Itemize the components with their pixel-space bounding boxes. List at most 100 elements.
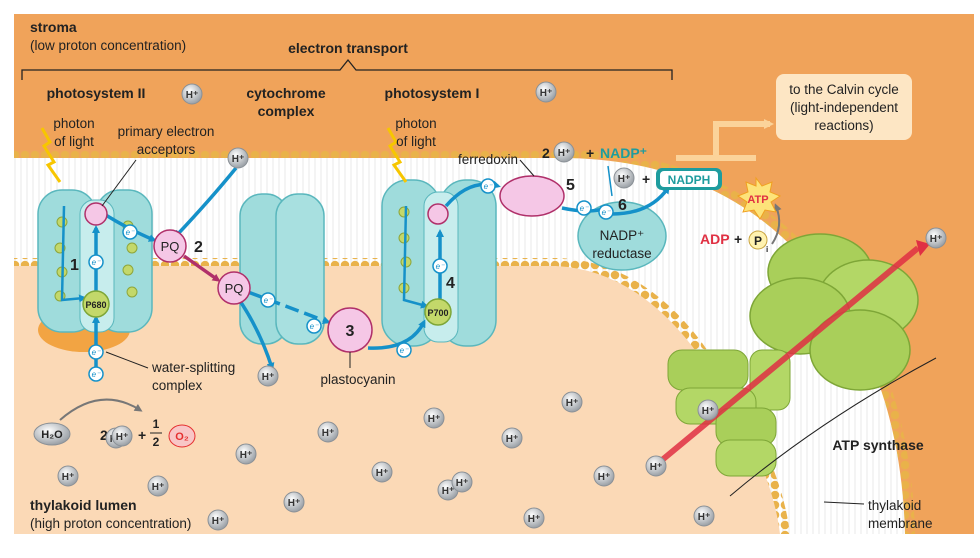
to-nadph-path	[611, 185, 670, 216]
h-plus-ion	[207, 509, 229, 531]
step-3: 3	[346, 323, 355, 340]
h-plus-label: H⁺	[116, 432, 129, 443]
ferredoxin-label: ferredoxin	[458, 152, 518, 167]
h-plus-ion	[645, 455, 667, 477]
electron	[480, 178, 496, 194]
h-plus-label: H⁺	[232, 154, 245, 165]
adp-plus-sign: +	[734, 231, 742, 247]
electron-label: e⁻	[126, 228, 135, 237]
pq-shuttle-path	[182, 254, 221, 282]
nadp-in-line	[607, 165, 613, 197]
primary-acceptor-leader	[101, 159, 137, 207]
electron-label: e⁻	[264, 296, 273, 305]
electron-label: e⁻	[400, 346, 409, 355]
photon-i-line2: of light	[396, 134, 436, 149]
primary-acceptors-line1: primary electron	[118, 124, 215, 139]
h-plus-label: H⁺	[212, 516, 225, 527]
h-plus-ion	[693, 505, 715, 527]
psii-primary-acceptor	[84, 202, 108, 226]
pq-1	[153, 229, 187, 263]
pi-subscript: i	[766, 245, 768, 254]
proton-flow-arrowhead	[916, 240, 930, 256]
pi-circle	[748, 230, 768, 250]
proton-flow-arrow	[648, 245, 920, 473]
pq-to-cytochrome-path	[247, 290, 331, 324]
h-plus-ion	[451, 471, 473, 493]
psi-primary-acceptor	[427, 203, 449, 225]
calvin-cycle-box	[776, 74, 912, 140]
h-plus-label: H⁺	[618, 174, 631, 185]
h-plus-label: H⁺	[240, 450, 253, 461]
h-plus-ion	[501, 427, 523, 449]
h-plus-ion	[553, 141, 575, 163]
h-plus-ion	[523, 507, 545, 529]
h-plus-ion	[593, 465, 615, 487]
h-plus-ion	[147, 475, 169, 497]
nadph-plus-sign: +	[642, 171, 650, 187]
h-plus-ion	[317, 421, 339, 443]
p680	[82, 290, 110, 318]
h-plus-label: H⁺	[702, 406, 715, 417]
nadph-badge-inner	[660, 171, 718, 187]
h-plus-ion	[235, 443, 257, 465]
nadp-reductase-line2: reductase	[592, 246, 651, 261]
cytochrome-label-line1: cytochrome	[246, 85, 326, 101]
proton-markers: H⁺H⁺H⁺H⁺H⁺H⁺H⁺H⁺H⁺H⁺H⁺H⁺H⁺H⁺H⁺H⁺H⁺H⁺H⁺H⁺…	[57, 81, 947, 531]
o2-label: O₂	[175, 431, 189, 443]
half-numerator: 1	[153, 417, 160, 431]
h-plus-label: H⁺	[456, 478, 469, 489]
h-plus-label: H⁺	[558, 148, 571, 159]
h-plus-label: H⁺	[262, 372, 275, 383]
h-plus-ion	[613, 167, 635, 189]
plastocyanin-label: plastocyanin	[320, 372, 395, 387]
stroma-label: stroma	[30, 19, 77, 35]
h-plus-ion	[697, 399, 719, 421]
p700	[424, 298, 452, 326]
calvin-line3: reactions)	[814, 118, 873, 133]
h-plus-label: H⁺	[528, 514, 541, 525]
step-2: 2	[194, 239, 203, 256]
electron	[122, 224, 138, 240]
electron-label: e⁻	[484, 182, 493, 191]
h-plus-ion	[111, 425, 133, 447]
h-plus-label: H⁺	[930, 234, 943, 245]
h-plus-ion	[257, 365, 279, 387]
nadp-plus-label: NADP⁺	[600, 145, 647, 161]
electron-label: e⁻	[436, 262, 445, 271]
electron-label: e⁻	[92, 348, 101, 357]
water-splitting-line2: complex	[152, 378, 203, 393]
electron	[576, 200, 592, 216]
h-plus-label: H⁺	[288, 498, 301, 509]
h-plus-label: H⁺	[506, 434, 519, 445]
stroma-proton-path	[173, 166, 238, 239]
h2o-molecule	[33, 422, 71, 446]
step-6: 6	[618, 197, 627, 214]
h-plus-ion	[535, 81, 557, 103]
step-1: 1	[70, 257, 79, 274]
h-plus-label: H⁺	[540, 88, 553, 99]
h-plus-ion	[57, 465, 79, 487]
h-plus-label: H⁺	[376, 468, 389, 479]
cytochrome-label-line2: complex	[258, 103, 315, 119]
h-plus-label: H⁺	[152, 482, 165, 493]
h-plus-label: H⁺	[598, 472, 611, 483]
step-4: 4	[446, 275, 455, 292]
electron-label: e⁻	[92, 370, 101, 379]
atp-starburst	[736, 176, 782, 220]
membrane-leader-line	[823, 501, 865, 505]
nadp-plus-sign: +	[586, 145, 594, 161]
membrane-label-line2: membrane	[868, 516, 933, 531]
lumen-label: thylakoid lumen	[30, 497, 137, 513]
water-coef: 2	[100, 427, 108, 443]
psi-antenna-path	[402, 205, 429, 309]
water-plus-sign: +	[138, 427, 146, 443]
electron	[306, 318, 322, 334]
lumen-proton-path	[236, 297, 275, 371]
stroma-note: (low proton concentration)	[30, 38, 186, 53]
photosystem-ii-label: photosystem II	[47, 85, 146, 101]
pi-label: P	[754, 234, 762, 248]
h-plus-label: H⁺	[566, 398, 579, 409]
electron	[260, 292, 276, 308]
